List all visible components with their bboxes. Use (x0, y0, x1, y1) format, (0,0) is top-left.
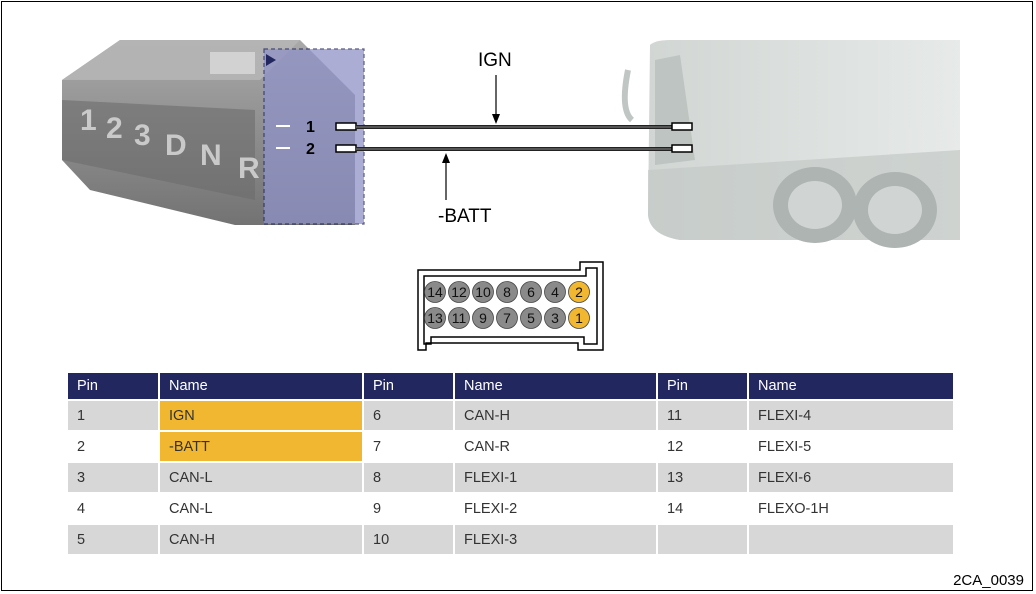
name-cell: CAN-R (455, 432, 656, 461)
connector-pin-5 (520, 307, 542, 329)
name-cell: FLEXI-2 (455, 494, 656, 523)
name-cell: CAN-L (160, 494, 362, 523)
connector-pin-label-10: 10 (475, 284, 491, 300)
connector-pin-14 (424, 281, 446, 303)
figure-code: 2CA_0039 (953, 572, 1024, 589)
selector-key-d: D (165, 129, 187, 162)
pin-cell: 13 (658, 463, 747, 492)
name-cell: CAN-L (160, 463, 362, 492)
pin-cell: 3 (68, 463, 158, 492)
selector-key-n: N (200, 139, 222, 172)
connector-pin-label-13: 13 (427, 310, 443, 326)
name-cell: FLEXI-3 (455, 525, 656, 554)
connector-pin-label-8: 8 (503, 284, 511, 300)
pin1-label: 1 (306, 119, 315, 136)
selector-key-r: R (238, 152, 260, 185)
connector-pin-10 (472, 281, 494, 303)
name-cell: FLEXO-1H (749, 494, 953, 523)
connector-pin-9 (472, 307, 494, 329)
header-pin-2: Pin (364, 373, 453, 399)
selector-key-1: 1 (80, 104, 97, 137)
pin-cell: 8 (364, 463, 453, 492)
corner-marker-icon (266, 54, 276, 66)
name-cell: FLEXI-6 (749, 463, 953, 492)
pin-cell: 6 (364, 401, 453, 430)
pin-cell: 7 (364, 432, 453, 461)
pin-cell: 1 (68, 401, 158, 430)
connector-pin-label-11: 11 (452, 310, 467, 326)
bus-illustration (621, 40, 960, 248)
connector-pin-8 (496, 281, 518, 303)
name-cell (749, 525, 953, 554)
table-header-row: Pin Name Pin Name Pin Name (68, 373, 953, 399)
connector-pin-11 (448, 307, 470, 329)
pin-cell: 5 (68, 525, 158, 554)
pin2-label: 2 (306, 141, 315, 158)
pin-cell: 14 (658, 494, 747, 523)
pin-cell (658, 525, 747, 554)
connector-pin-6 (520, 281, 542, 303)
connector-pin-2 (568, 281, 590, 303)
connector-pin-label-2: 2 (575, 284, 583, 300)
connector-pin-label-12: 12 (451, 284, 467, 300)
ign-label: IGN (478, 50, 512, 71)
header-pin-1: Pin (68, 373, 158, 399)
ign-arrow-icon (492, 114, 500, 124)
wire-ign (335, 122, 693, 131)
connector-pin-3 (544, 307, 566, 329)
pin-cell: 9 (364, 494, 453, 523)
wire-batt (335, 144, 693, 153)
connector-pin-label-4: 4 (551, 284, 559, 300)
header-name-1: Name (160, 373, 362, 399)
selector-key-3: 3 (134, 119, 151, 152)
pin-cell: 11 (658, 401, 747, 430)
connector-pin-label-6: 6 (527, 284, 535, 300)
connector-pin-label-7: 7 (503, 310, 511, 326)
connector-highlight-box (263, 48, 365, 225)
connector-pin-7 (496, 307, 518, 329)
connector-pin-label-3: 3 (551, 310, 559, 326)
batt-arrow-icon (442, 153, 450, 163)
name-cell: CAN-H (160, 525, 362, 554)
connector-pin-1 (568, 307, 590, 329)
name-cell: FLEXI-4 (749, 401, 953, 430)
selector-key-2: 2 (106, 112, 123, 145)
connector-pin-13 (424, 307, 446, 329)
name-cell: FLEXI-5 (749, 432, 953, 461)
name-cell: FLEXI-1 (455, 463, 656, 492)
connector-pin-label-5: 5 (527, 310, 535, 326)
header-name-2: Name (455, 373, 656, 399)
header-name-3: Name (749, 373, 953, 399)
batt-label: -BATT (438, 206, 492, 227)
pin-cell: 10 (364, 525, 453, 554)
pin-cell: 2 (68, 432, 158, 461)
name-cell: -BATT (160, 432, 362, 461)
header-pin-3: Pin (658, 373, 747, 399)
connector-pin-4 (544, 281, 566, 303)
connector-pin-12 (448, 281, 470, 303)
pin-cell: 12 (658, 432, 747, 461)
name-cell: IGN (160, 401, 362, 430)
name-cell: CAN-H (455, 401, 656, 430)
connector-pin-label-14: 14 (427, 284, 443, 300)
connector-pin-label-1: 1 (575, 310, 583, 326)
pin-cell: 4 (68, 494, 158, 523)
connector-pin-label-9: 9 (479, 310, 487, 326)
